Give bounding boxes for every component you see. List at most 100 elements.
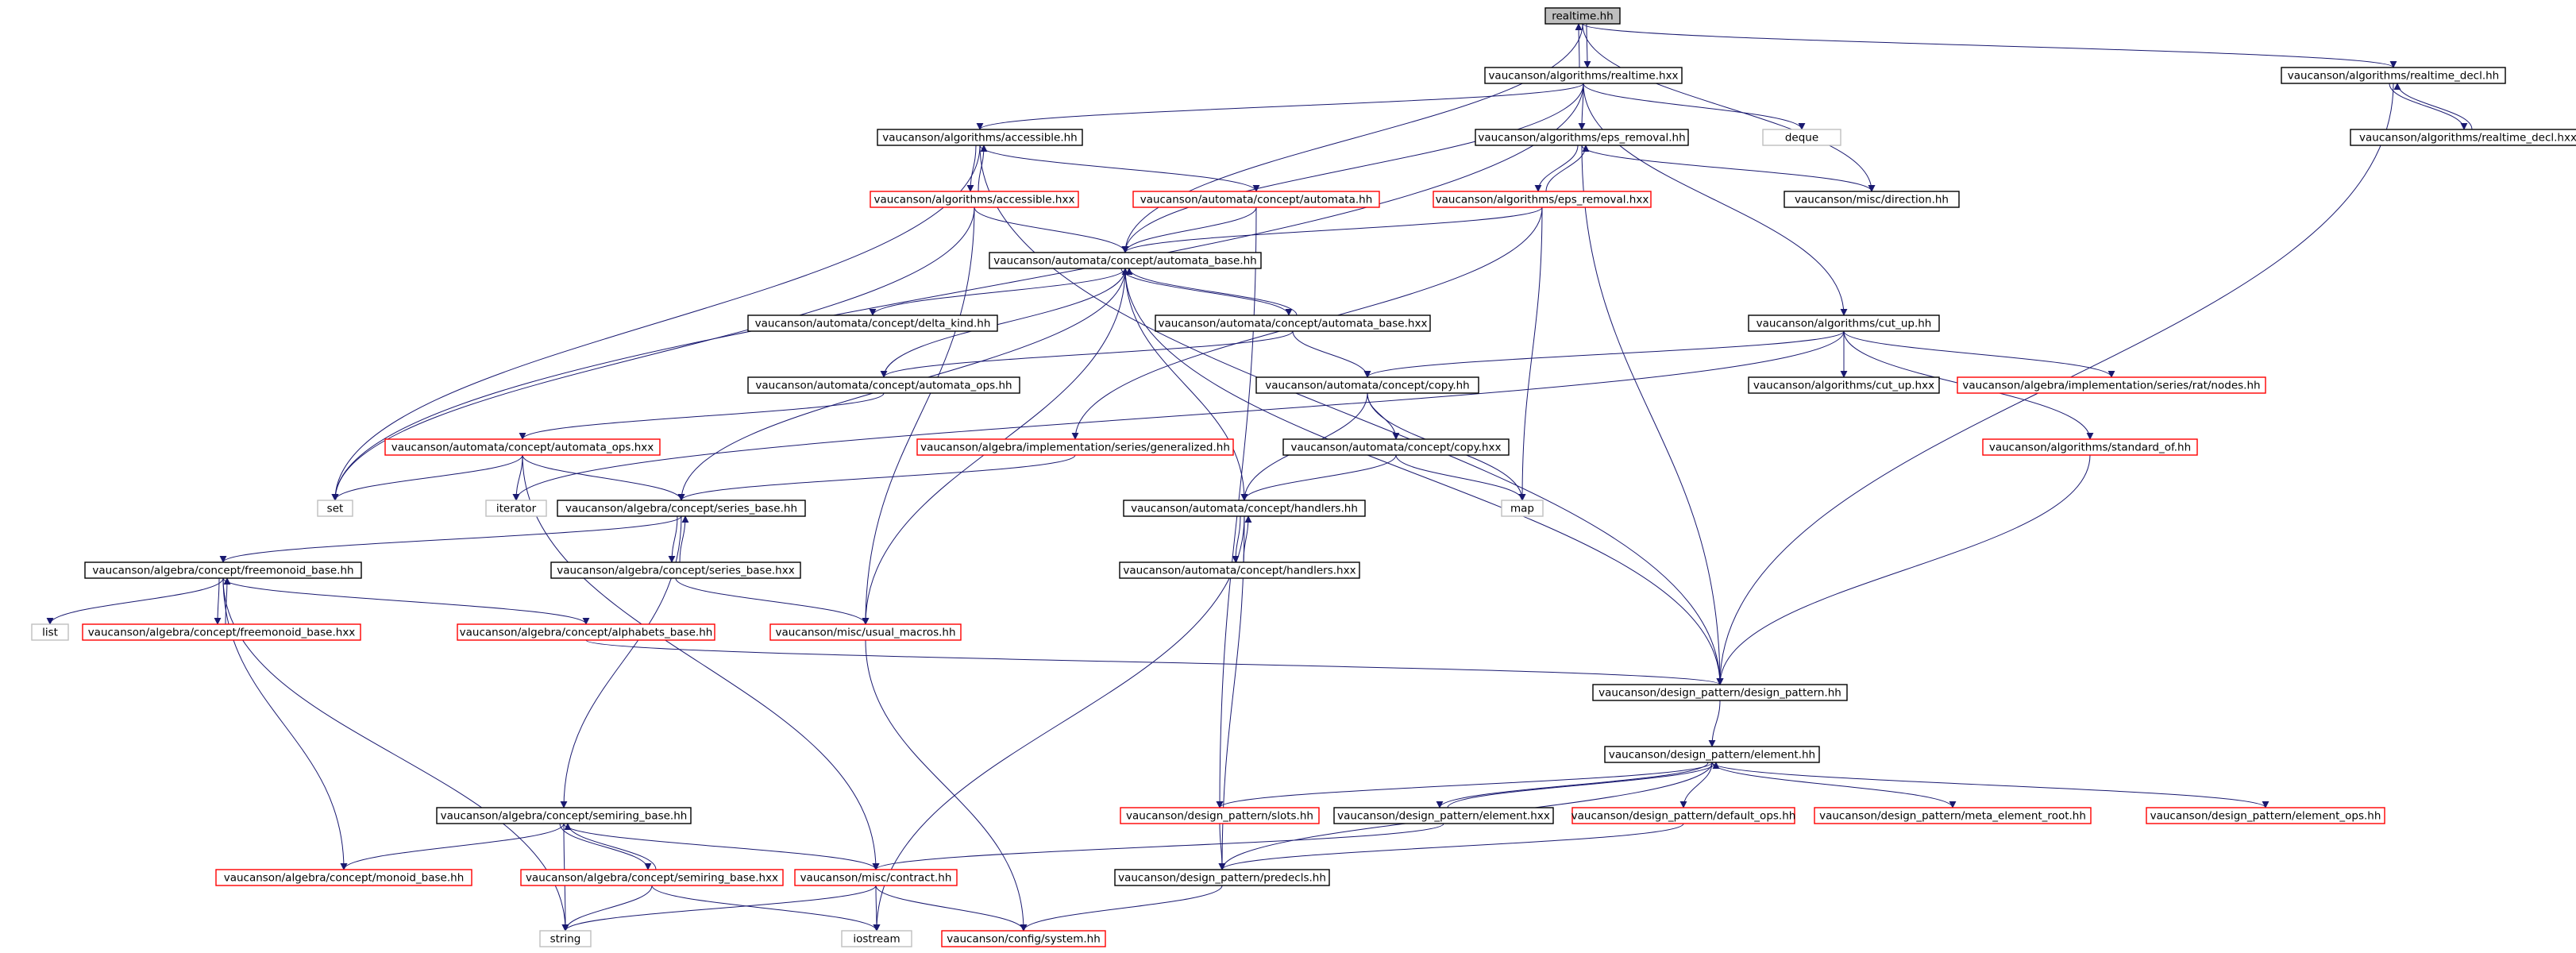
node-aut-handlers-hxx[interactable]: vaucanson/automata/concept/handlers.hxx <box>1119 561 1360 579</box>
node-box[interactable] <box>215 869 472 886</box>
node-alg-standard-of-hh[interactable]: vaucanson/algorithms/standard_of.hh <box>1982 438 2198 456</box>
node-box[interactable] <box>877 129 1083 146</box>
node-aut-concept-automata-hh[interactable]: vaucanson/automata/concept/automata.hh <box>1132 191 1380 208</box>
node-dp-element-hh[interactable]: vaucanson/design_pattern/element.hh <box>1604 746 1820 763</box>
node-box[interactable] <box>1592 684 1848 701</box>
node-misc-usual-macros-hh[interactable]: vaucanson/misc/usual_macros.hh <box>769 623 962 641</box>
node-aut-automata-base-hxx[interactable]: vaucanson/automata/concept/automata_base… <box>1155 314 1431 332</box>
node-box[interactable] <box>2281 67 2506 84</box>
node-box[interactable] <box>550 561 801 579</box>
node-box[interactable] <box>1484 67 1683 84</box>
node-box[interactable] <box>457 623 715 641</box>
node-box[interactable] <box>2350 129 2576 146</box>
node-box[interactable] <box>794 869 958 886</box>
node-alg-realtime-decl-hxx[interactable]: vaucanson/algorithms/realtime_decl.hxx <box>2350 129 2576 146</box>
node-box[interactable] <box>317 500 353 517</box>
node-alg-eps-removal-hh[interactable]: vaucanson/algorithms/eps_removal.hh <box>1475 129 1689 146</box>
node-box[interactable] <box>1333 807 1554 824</box>
node-aut-automata-ops-hh[interactable]: vaucanson/automata/concept/automata_ops.… <box>747 376 1020 394</box>
node-box[interactable] <box>1120 807 1320 824</box>
node-aut-automata-ops-hxx[interactable]: vaucanson/automata/concept/automata_ops.… <box>384 438 661 456</box>
node-box[interactable] <box>84 561 362 579</box>
node-box[interactable] <box>1132 191 1380 208</box>
node-box[interactable] <box>1475 129 1689 146</box>
node-alg-accessible-hh[interactable]: vaucanson/algorithms/accessible.hh <box>877 129 1083 146</box>
node-map[interactable]: map <box>1501 500 1544 517</box>
node-misc-direction-hh[interactable]: vaucanson/misc/direction.hh <box>1784 191 1960 208</box>
node-aut-copy-hxx[interactable]: vaucanson/automata/concept/copy.hxx <box>1282 438 1510 456</box>
node-aut-copy-hh[interactable]: vaucanson/automata/concept/copy.hh <box>1255 376 1479 394</box>
node-box[interactable] <box>769 623 962 641</box>
node-string[interactable]: string <box>539 930 592 947</box>
node-box[interactable] <box>1571 807 1795 824</box>
node-box[interactable] <box>1748 376 1940 394</box>
node-alg-cut-up-hxx[interactable]: vaucanson/algorithms/cut_up.hxx <box>1748 376 1940 394</box>
node-realtime-hh[interactable]: realtime.hh <box>1544 7 1621 25</box>
node-box[interactable] <box>520 869 784 886</box>
node-box[interactable] <box>557 500 806 517</box>
node-alg-alphabets-base-hh[interactable]: vaucanson/algebra/concept/alphabets_base… <box>457 623 715 641</box>
node-aut-handlers-hh[interactable]: vaucanson/automata/concept/handlers.hh <box>1123 500 1366 517</box>
node-box[interactable] <box>1762 129 1841 146</box>
node-alg-freemonoid-base-hh[interactable]: vaucanson/algebra/concept/freemonoid_bas… <box>84 561 362 579</box>
node-dp-meta-element-root-hh[interactable]: vaucanson/design_pattern/meta_element_ro… <box>1814 807 2092 824</box>
node-alg-impl-generalized-hh[interactable]: vaucanson/algebra/implementation/series/… <box>916 438 1234 456</box>
node-box[interactable] <box>1433 191 1652 208</box>
node-box[interactable] <box>1748 314 1940 332</box>
node-box[interactable] <box>436 807 692 824</box>
node-box[interactable] <box>1982 438 2198 456</box>
node-box[interactable] <box>1114 869 1330 886</box>
node-box[interactable] <box>1544 7 1621 25</box>
node-aut-automata-base-hh[interactable]: vaucanson/automata/concept/automata_base… <box>989 252 1262 269</box>
node-box[interactable] <box>82 623 361 641</box>
node-box[interactable] <box>870 191 1079 208</box>
node-box[interactable] <box>1604 746 1820 763</box>
node-alg-cut-up-hh[interactable]: vaucanson/algorithms/cut_up.hh <box>1748 314 1940 332</box>
node-alg-realtime-decl-hh[interactable]: vaucanson/algorithms/realtime_decl.hh <box>2281 67 2506 84</box>
node-dp-element-hxx[interactable]: vaucanson/design_pattern/element.hxx <box>1333 807 1554 824</box>
node-box[interactable] <box>1119 561 1360 579</box>
node-box[interactable] <box>384 438 661 456</box>
node-box[interactable] <box>1501 500 1544 517</box>
node-box[interactable] <box>1282 438 1510 456</box>
node-list[interactable]: list <box>31 623 69 641</box>
node-alg-accessible-hxx[interactable]: vaucanson/algorithms/accessible.hxx <box>870 191 1079 208</box>
node-deque[interactable]: deque <box>1762 129 1841 146</box>
node-box[interactable] <box>989 252 1262 269</box>
node-alg-eps-removal-hxx[interactable]: vaucanson/algorithms/eps_removal.hxx <box>1433 191 1652 208</box>
node-box[interactable] <box>1957 376 2266 394</box>
node-alg-series-base-hxx[interactable]: vaucanson/algebra/concept/series_base.hx… <box>550 561 801 579</box>
node-box[interactable] <box>1814 807 2092 824</box>
node-aut-delta-kind-hh[interactable]: vaucanson/automata/concept/delta_kind.hh <box>747 314 998 332</box>
node-alg-realtime-hxx[interactable]: vaucanson/algorithms/realtime.hxx <box>1484 67 1683 84</box>
node-alg-semiring-base-hh[interactable]: vaucanson/algebra/concept/semiring_base.… <box>436 807 692 824</box>
node-alg-monoid-base-hh[interactable]: vaucanson/algebra/concept/monoid_base.hh <box>215 869 472 886</box>
node-box[interactable] <box>485 500 547 517</box>
node-dp-default-ops-hh[interactable]: vaucanson/design_pattern/default_ops.hh <box>1571 807 1796 824</box>
node-config-system-hh[interactable]: vaucanson/config/system.hh <box>941 930 1106 947</box>
node-box[interactable] <box>941 930 1106 947</box>
node-box[interactable] <box>841 930 912 947</box>
node-box[interactable] <box>1123 500 1366 517</box>
node-alg-impl-rat-nodes-hh[interactable]: vaucanson/algebra/implementation/series/… <box>1957 376 2266 394</box>
node-alg-series-base-hh[interactable]: vaucanson/algebra/concept/series_base.hh <box>557 500 806 517</box>
node-iterator[interactable]: iterator <box>485 500 547 517</box>
node-set[interactable]: set <box>317 500 353 517</box>
node-dp-predecls-hh[interactable]: vaucanson/design_pattern/predecls.hh <box>1114 869 1330 886</box>
node-box[interactable] <box>539 930 592 947</box>
node-box[interactable] <box>2146 807 2385 824</box>
node-dp-element-ops-hh[interactable]: vaucanson/design_pattern/element_ops.hh <box>2146 807 2385 824</box>
node-dp-slots-hh[interactable]: vaucanson/design_pattern/slots.hh <box>1120 807 1320 824</box>
node-iostream[interactable]: iostream <box>841 930 912 947</box>
node-box[interactable] <box>747 376 1020 394</box>
node-box[interactable] <box>1255 376 1479 394</box>
node-box[interactable] <box>1155 314 1431 332</box>
node-box[interactable] <box>1784 191 1960 208</box>
node-alg-freemonoid-base-hxx[interactable]: vaucanson/algebra/concept/freemonoid_bas… <box>82 623 361 641</box>
node-box[interactable] <box>747 314 998 332</box>
node-alg-semiring-base-hxx[interactable]: vaucanson/algebra/concept/semiring_base.… <box>520 869 784 886</box>
node-box[interactable] <box>31 623 69 641</box>
node-box[interactable] <box>916 438 1234 456</box>
node-misc-contract-hh[interactable]: vaucanson/misc/contract.hh <box>794 869 958 886</box>
node-dp-design-pattern-hh[interactable]: vaucanson/design_pattern/design_pattern.… <box>1592 684 1848 701</box>
